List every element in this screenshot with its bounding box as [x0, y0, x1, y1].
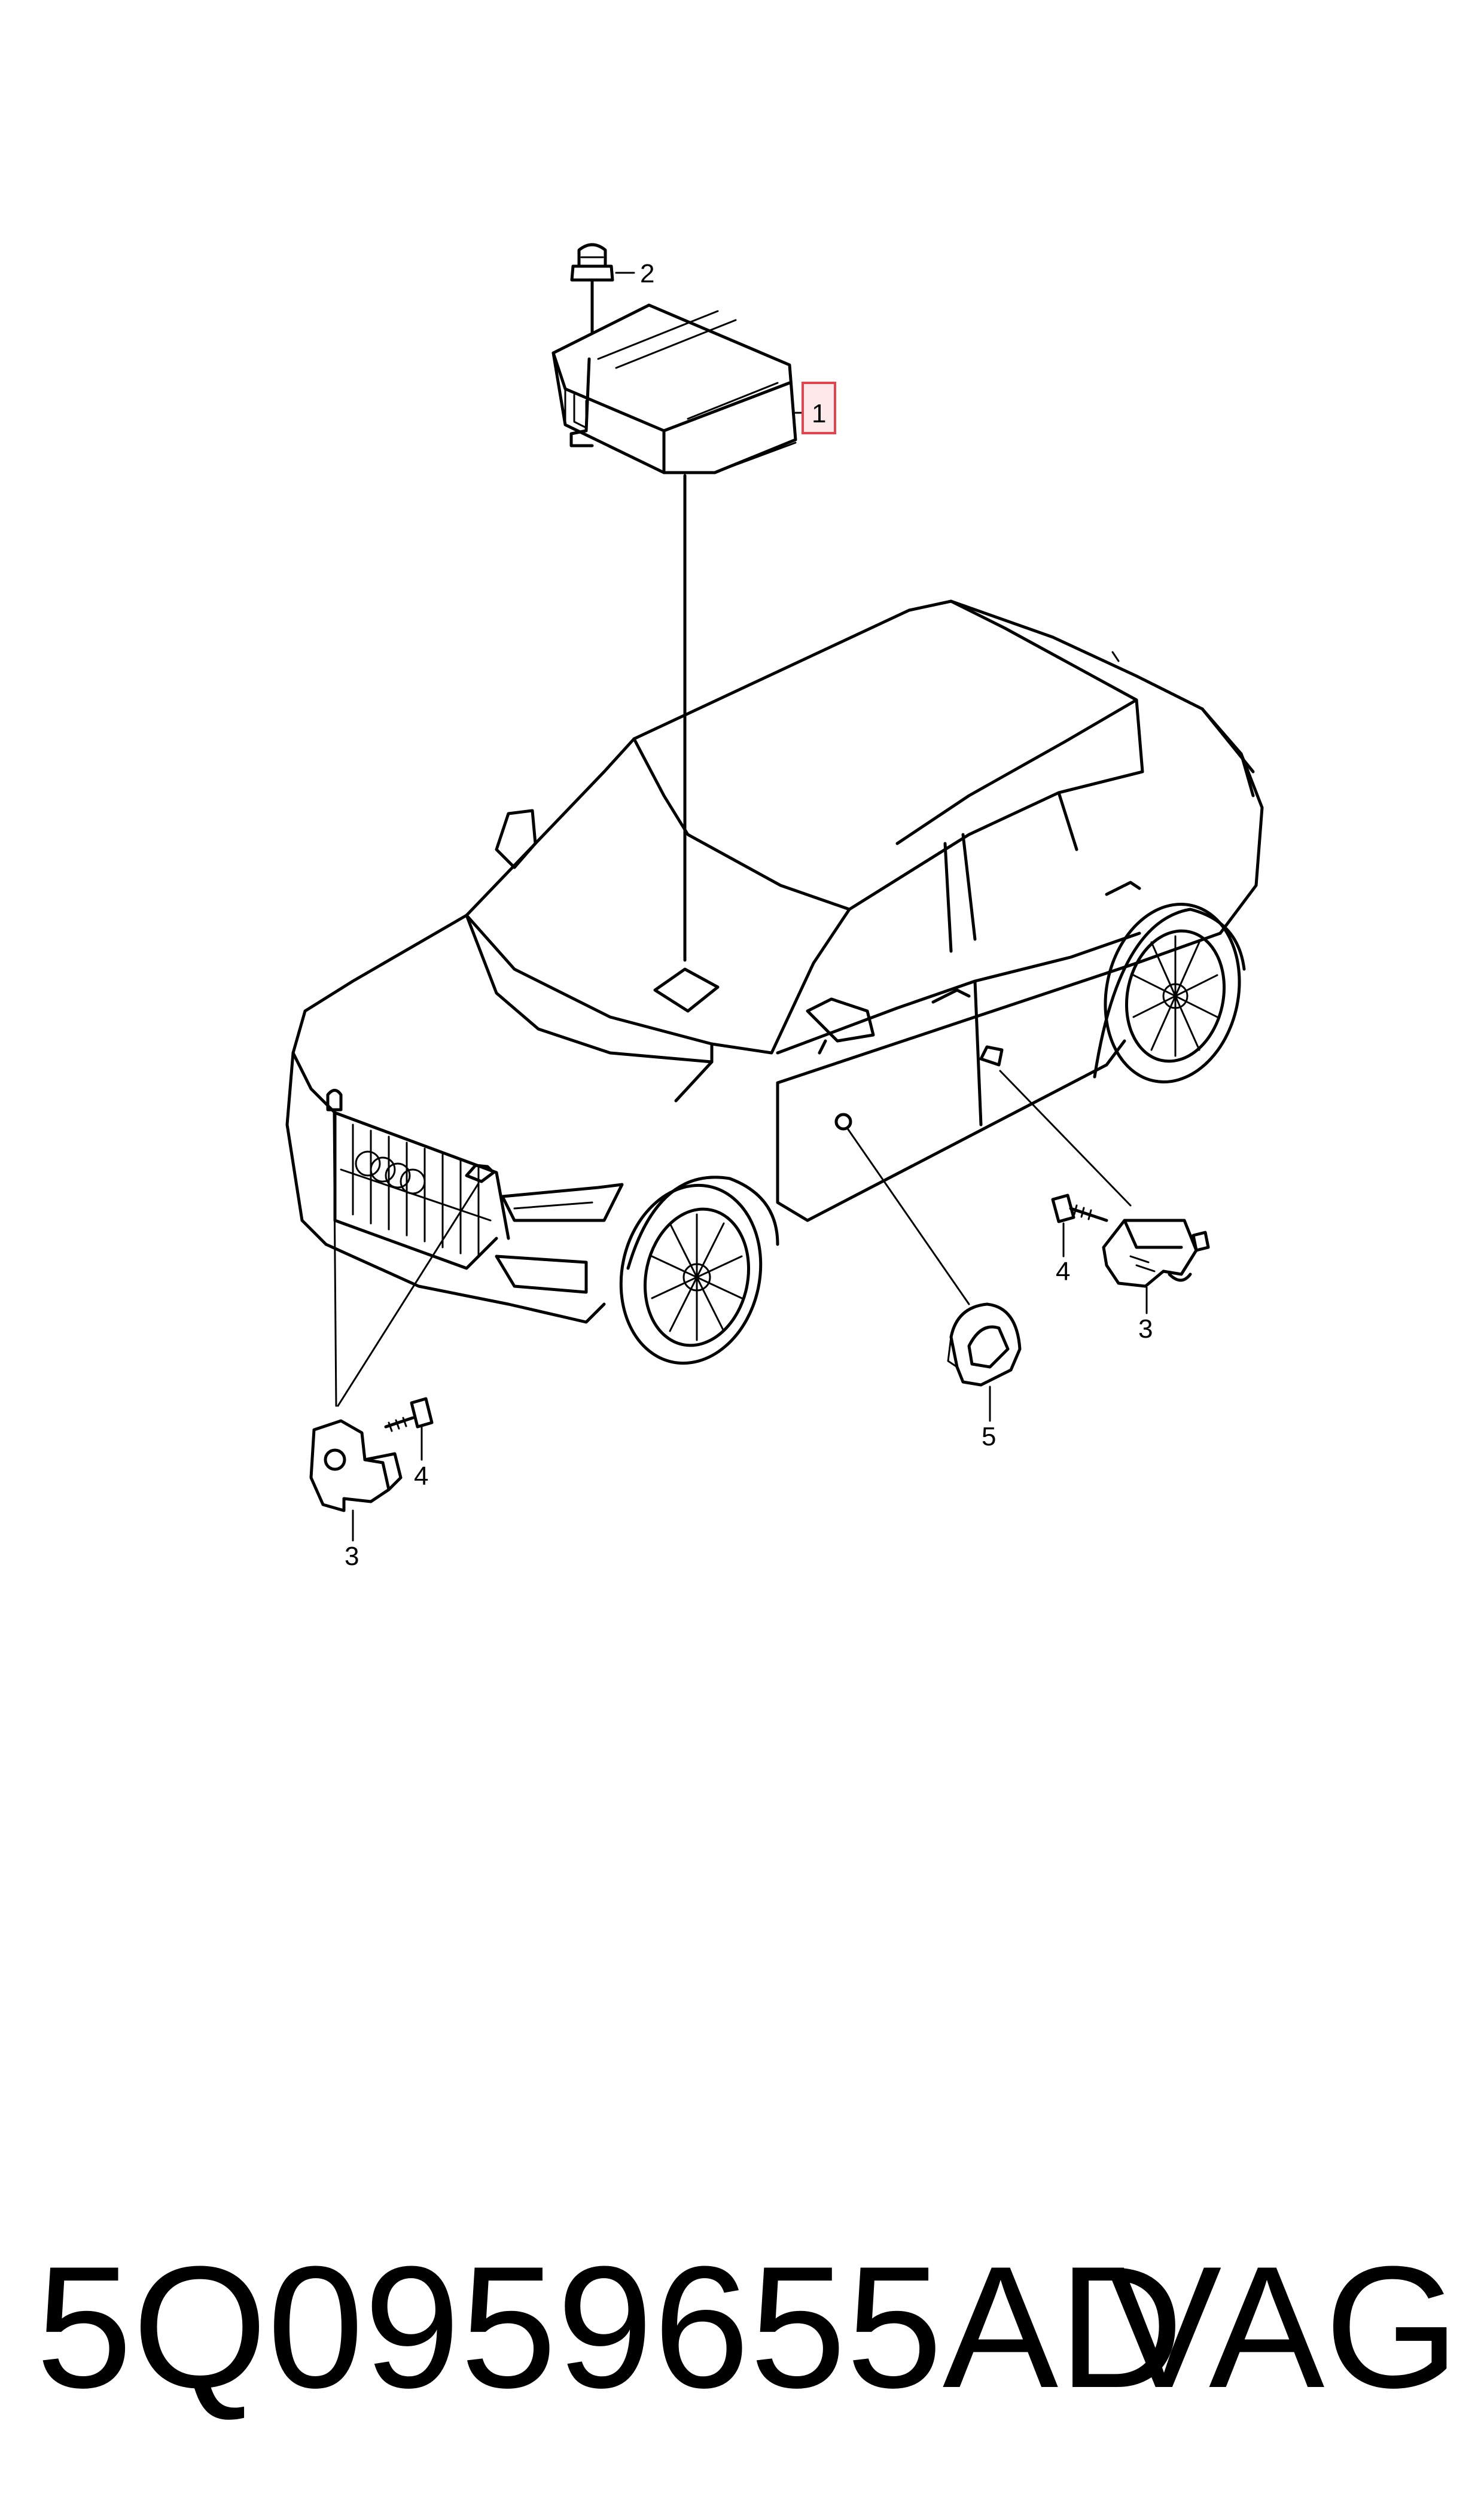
highlight-box-1[interactable]	[802, 382, 836, 434]
part-number: 5Q0959655AD	[36, 2230, 1184, 2424]
callout-1[interactable]: 1	[812, 399, 826, 428]
sensor-location-front-right	[465, 1164, 495, 1183]
leader-line-5	[847, 1128, 970, 1305]
callout-3-right: 3	[1138, 1314, 1153, 1344]
crash-sensor-part-3-left[interactable]	[309, 1419, 403, 1512]
brand-name: VAG	[1106, 2230, 1459, 2424]
callout-5: 5	[982, 1422, 996, 1451]
callout-3-left: 3	[345, 1542, 359, 1571]
crash-sensor-part-3-right[interactable]	[1102, 1219, 1210, 1288]
callout-2: 2	[640, 259, 654, 288]
control-unit-part-1[interactable]	[551, 303, 797, 474]
footer-caption: 5Q0959655AD VAG	[36, 2237, 1459, 2417]
leader-line-3a-2	[337, 1182, 480, 1407]
leader-line-3a-1	[333, 1112, 337, 1407]
bolt-part-4-right[interactable]	[1051, 1193, 1108, 1223]
callout-4-right: 4	[1056, 1257, 1070, 1286]
car-illustration	[285, 599, 1264, 1365]
pressure-sensor-part-5[interactable]	[947, 1302, 1022, 1387]
mounting-location-marker	[653, 967, 720, 1013]
sensor-location-door	[834, 1113, 852, 1131]
nut-part-2[interactable]	[570, 243, 614, 337]
bolt-part-4-left[interactable]	[384, 1397, 434, 1432]
sensor-location-front-left	[326, 1089, 343, 1112]
sensor-location-b-pillar	[979, 1045, 1004, 1067]
leader-line-3b	[999, 1070, 1132, 1207]
callout-4-left: 4	[414, 1462, 428, 1491]
